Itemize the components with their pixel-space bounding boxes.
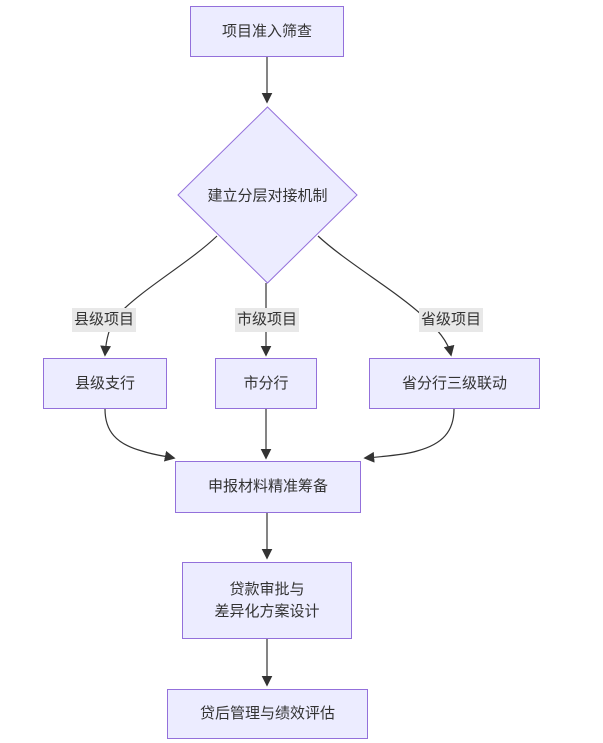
edge-county-branch-to-materials [104,408,176,462]
node-province-branch: 省分行三级联动 [369,358,540,409]
node-approval-label: 贷款审批与 差异化方案设计 [214,580,320,620]
node-screening-label: 项目准入筛查 [221,22,312,40]
edge-mechanism-to-province-branch [317,235,455,357]
node-mechanism-diamond-shape [177,106,358,284]
node-materials-label: 申报材料精准筹备 [207,478,328,496]
node-city-branch-label: 市分行 [243,374,289,392]
node-province-branch-label: 省分行三级联动 [401,374,507,392]
node-county-branch: 县级支行 [43,358,167,409]
node-post-loan-label: 贷后管理与绩效评估 [199,705,335,723]
node-materials: 申报材料精准筹备 [175,461,361,513]
node-post-loan: 贷后管理与绩效评估 [167,689,368,739]
edge-province-branch-to-materials [363,408,455,463]
edge-label-city-project: 市级项目 [234,308,300,332]
node-approval: 贷款审批与 差异化方案设计 [182,562,352,639]
node-county-branch-label: 县级支行 [74,374,135,392]
node-mechanism-label: 建立分层对接机制 [207,187,328,205]
edge-label-county-project: 县级项目 [71,308,137,332]
edge-label-province-project: 省级项目 [418,308,484,332]
node-city-branch: 市分行 [215,358,317,409]
node-screening: 项目准入筛查 [190,6,344,57]
edge-mechanism-to-county-branch [100,235,218,357]
